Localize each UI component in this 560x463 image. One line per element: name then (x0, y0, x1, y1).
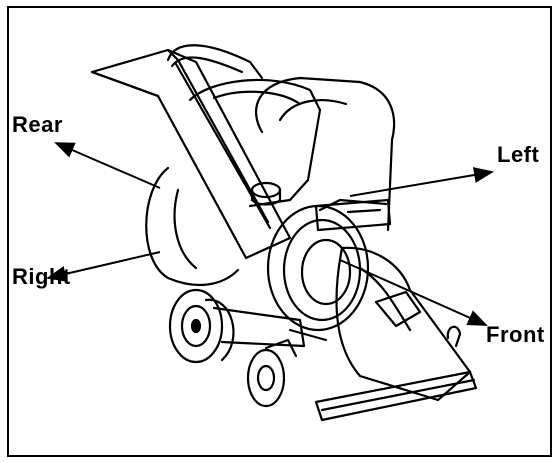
height-knob (446, 325, 462, 348)
front-arrow (339, 259, 488, 326)
rear-wheel (168, 288, 224, 364)
diagram-frame (7, 6, 552, 457)
right-arrow (46, 251, 161, 282)
rear-arrow (54, 142, 161, 189)
left-arrow (349, 167, 494, 197)
front-label: Front (486, 322, 545, 347)
left-label: Left (497, 142, 540, 167)
upper-duct (254, 76, 396, 232)
collection-bag (145, 166, 240, 286)
front-caster (246, 348, 286, 408)
engine-housing (188, 78, 322, 208)
axle-frame (212, 306, 306, 348)
right-label: Right (12, 264, 71, 289)
rear-label: Rear (12, 112, 63, 137)
impeller-housing (266, 204, 370, 332)
front-nozzle (335, 246, 472, 402)
side-panel (314, 198, 392, 232)
nozzle-lip (314, 370, 478, 422)
handle (166, 44, 264, 80)
